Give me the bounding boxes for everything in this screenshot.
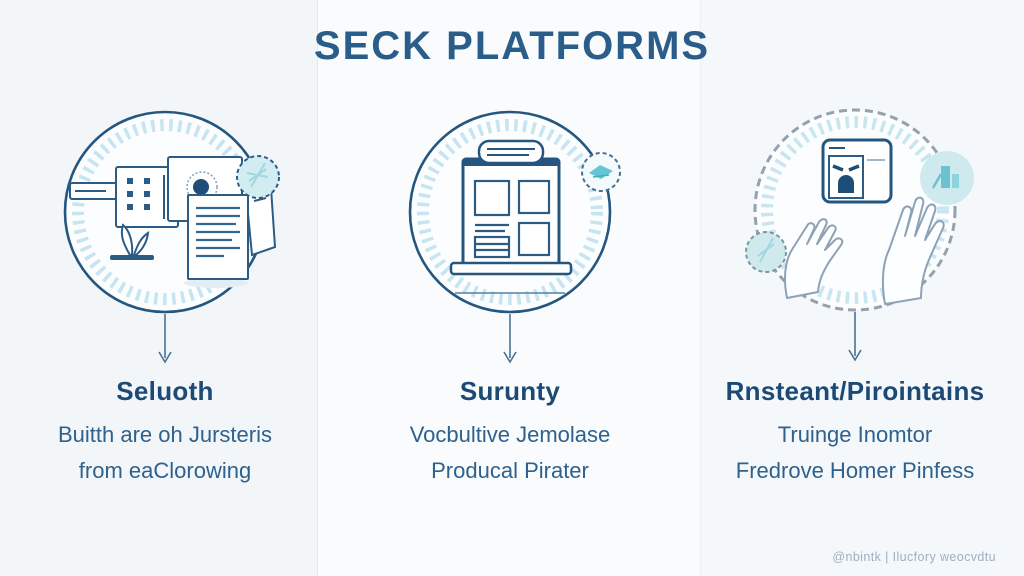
column-3-line1: Truinge Inomtor xyxy=(777,422,933,447)
device-icon xyxy=(821,138,893,204)
storefront-clipboard-illustration xyxy=(408,110,621,314)
circle-card-2 xyxy=(395,97,625,327)
dashed-sun-badge-icon xyxy=(236,155,280,199)
workstation-icon xyxy=(69,156,277,288)
column-divider xyxy=(700,0,701,576)
tick-ring-icon xyxy=(417,119,603,305)
column-2-line2: Producal Pirater xyxy=(431,458,589,484)
hands-icon xyxy=(784,196,945,305)
column-1-line1: Buitth are oh Jursteris xyxy=(58,422,272,447)
workstation-documents-illustration xyxy=(63,110,280,314)
down-arrow-icon xyxy=(848,312,862,362)
down-arrow-icon xyxy=(158,314,172,364)
storefront-icon xyxy=(449,139,573,294)
column-2-line1: Vocbultive Jemolase xyxy=(409,422,611,447)
teal-building-badge-icon xyxy=(920,151,974,205)
column-3-heading: Rnsteant/Pirointains xyxy=(725,376,985,406)
column-1-line2: from eaClorowing xyxy=(78,458,252,484)
circle-card-1 xyxy=(50,97,280,327)
column-1-text: Seluoth Buitth are oh Jursteris from eaC… xyxy=(0,376,330,491)
hands-typing-illustration xyxy=(745,108,974,312)
column-2-heading: Surunty xyxy=(459,376,561,406)
dashed-diamond-badge-icon xyxy=(581,152,621,192)
footer-credit: @nbintk | Ilucfory weocvdtu xyxy=(832,550,996,564)
dashed-dot-badge-icon xyxy=(745,231,787,273)
column-1-heading: Seluoth xyxy=(116,376,214,406)
column-2-text: Surunty Vocbultive Jemolase Producal Pir… xyxy=(345,376,675,491)
column-3-line2: Fredrove Homer Pinfess xyxy=(735,458,975,484)
tick-ring-icon xyxy=(761,116,949,304)
column-3-text: Rnsteant/Pirointains Truinge Inomtor Fre… xyxy=(680,376,1024,491)
down-arrow-icon xyxy=(503,314,517,364)
circle-card-3 xyxy=(735,90,975,330)
page-title: SECK PLATFORMS xyxy=(313,24,711,68)
column-divider xyxy=(317,0,318,576)
